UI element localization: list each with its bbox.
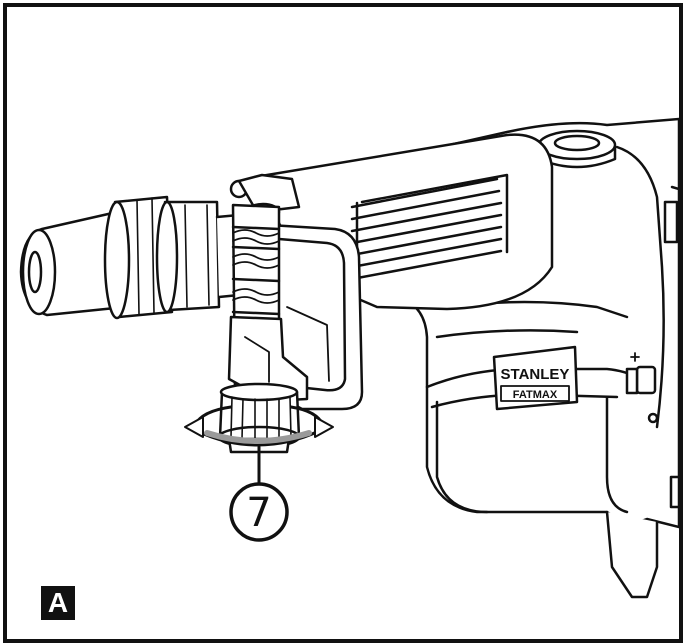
tool-illustration: 7 STANLEY FATMAX: [19, 117, 679, 599]
brand-sub: FATMAX: [513, 389, 558, 401]
callout-number: 7: [246, 490, 271, 536]
brand-name: STANLEY: [501, 366, 570, 383]
tool-chuck: [19, 195, 241, 320]
brand-badge: STANLEY FATMAX: [492, 345, 579, 411]
rotation-arrow: [184, 405, 334, 447]
figure-letter-label: A: [41, 586, 75, 620]
callout-7: 7: [229, 445, 289, 542]
figure-frame: 7 STANLEY FATMAX A: [3, 3, 683, 643]
